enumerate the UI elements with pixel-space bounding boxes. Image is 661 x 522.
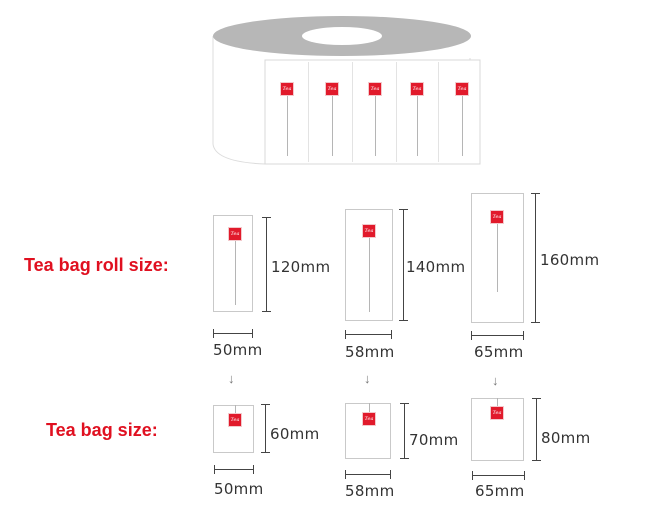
roll-tag-4: Tea [410, 82, 424, 96]
down-arrow-icon: ↓ [492, 373, 499, 388]
roll-card-tag: Tea [362, 224, 376, 238]
roll-card-tag: Tea [228, 227, 242, 241]
bag-card-tag: Tea [490, 406, 504, 420]
tea-bag-roll-illustration [212, 16, 481, 165]
bag-size-label: Tea bag size: [46, 420, 158, 440]
roll-card-50x120 [213, 215, 253, 312]
roll-height-120mm: 120mm [271, 258, 331, 276]
roll-tag-1: Tea [280, 82, 294, 96]
roll-tag-3: Tea [368, 82, 382, 96]
bag-card-tag: Tea [228, 413, 242, 427]
roll-size-label: Tea bag roll size: [24, 255, 169, 275]
roll-card-tag: Tea [490, 210, 504, 224]
down-arrow-icon: ↓ [364, 371, 371, 386]
roll-tag-5: Tea [455, 82, 469, 96]
bag-width-50mm: 50mm [214, 480, 264, 498]
bag-width-58mm: 58mm [345, 482, 395, 500]
roll-tag-2: Tea [325, 82, 339, 96]
bag-width-65mm: 65mm [475, 482, 525, 500]
roll-width-50mm: 50mm [213, 341, 263, 359]
roll-width-65mm: 65mm [474, 343, 524, 361]
roll-height-140mm: 140mm [406, 258, 466, 276]
bag-height-60mm: 60mm [270, 425, 320, 443]
roll-width-58mm: 58mm [345, 343, 395, 361]
roll-height-160mm: 160mm [540, 251, 600, 269]
bag-height-80mm: 80mm [541, 429, 591, 447]
bag-height-70mm: 70mm [409, 431, 459, 449]
down-arrow-icon: ↓ [228, 371, 235, 386]
bag-card-tag: Tea [362, 412, 376, 426]
